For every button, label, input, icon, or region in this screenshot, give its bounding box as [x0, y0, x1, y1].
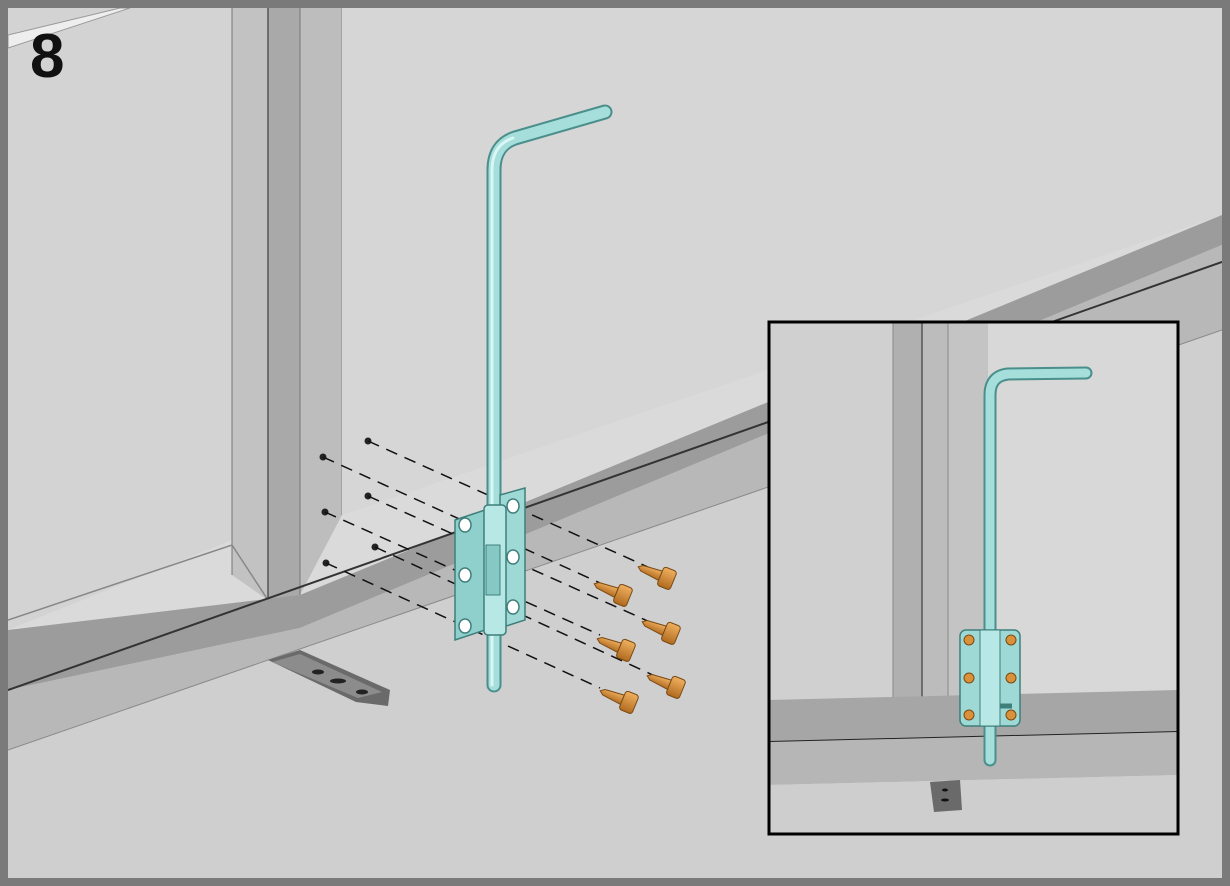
- screws: [593, 564, 686, 714]
- screw: [599, 688, 639, 714]
- detail-inset: [767, 320, 1180, 836]
- screw: [596, 636, 636, 662]
- screw: [637, 564, 677, 590]
- bolt-latch: [454, 104, 613, 693]
- screw: [646, 673, 686, 699]
- screw: [641, 619, 681, 645]
- assembly-illustration: [8, 8, 1222, 878]
- top-rail-fragment: [8, 8, 131, 49]
- step-number: 8: [30, 22, 64, 91]
- screw: [593, 581, 633, 607]
- ground-bracket: [268, 650, 390, 706]
